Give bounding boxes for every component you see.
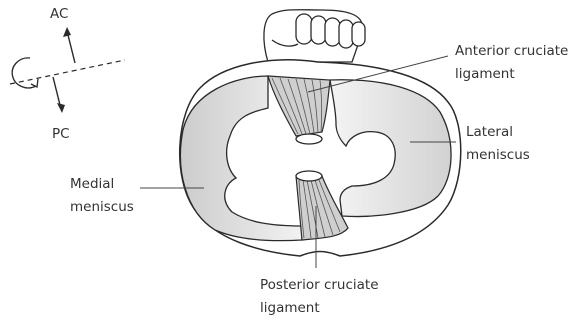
medial-meniscus-label-2: meniscus: [70, 199, 134, 215]
lateral-meniscus-label-2: meniscus: [466, 147, 530, 163]
medial-meniscus-label-1: Medial: [70, 176, 114, 192]
pcl-attachment: [296, 171, 322, 181]
ac-label: AC: [50, 6, 68, 22]
anterior-cruciate-label-1: Anterior cruciate: [455, 43, 568, 59]
axis-dashed-line: [10, 60, 125, 84]
anterior-cruciate-label-2: ligament: [455, 66, 515, 82]
ac-arrowhead: [63, 27, 71, 37]
foot-icon: [264, 10, 365, 62]
posterior-cruciate-label-2: ligament: [260, 300, 320, 316]
pc-arrowhead: [57, 103, 65, 113]
pc-label: PC: [52, 126, 70, 142]
posterior-cruciate-label-1: Posterior cruciate: [260, 277, 379, 293]
circular-arrow-icon: [12, 58, 36, 88]
circular-arrowhead: [31, 79, 38, 87]
lateral-meniscus-label-1: Lateral: [466, 124, 513, 140]
orientation-indicator: AC PC: [10, 6, 125, 142]
ac-arrow: [67, 31, 75, 63]
acl-attachment: [296, 134, 322, 144]
